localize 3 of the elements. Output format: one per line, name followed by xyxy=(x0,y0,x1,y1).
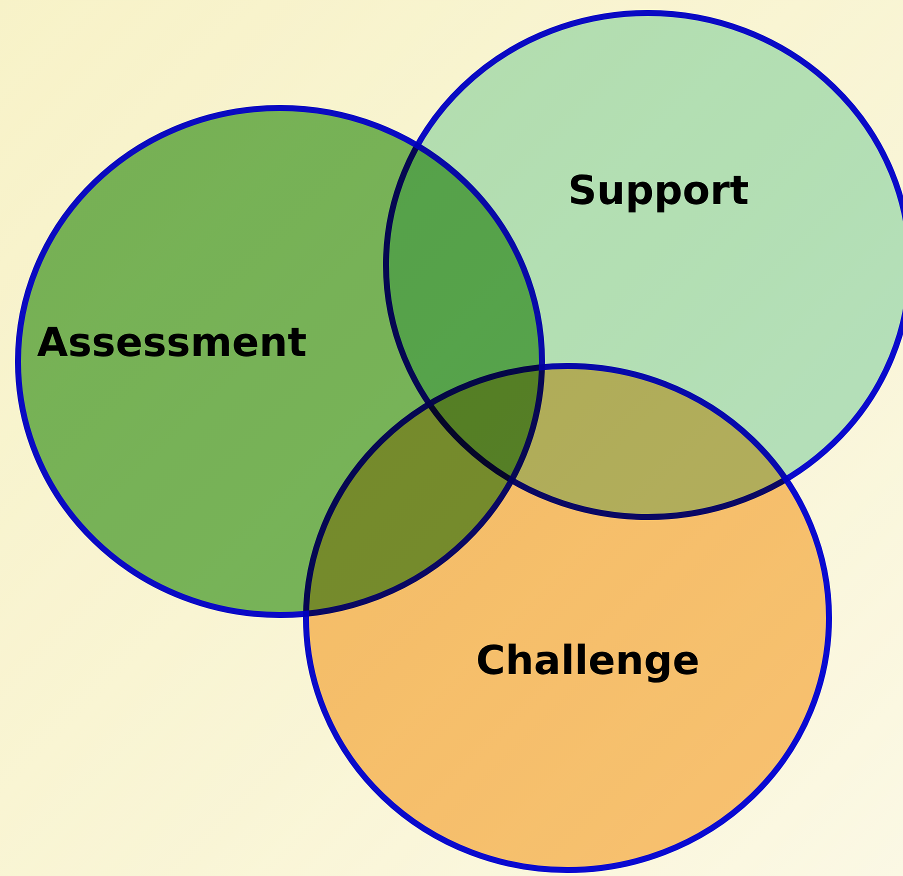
set-label: Challenge xyxy=(476,638,700,684)
set-label: Support xyxy=(568,168,749,214)
set-label: Assessment xyxy=(37,320,307,366)
